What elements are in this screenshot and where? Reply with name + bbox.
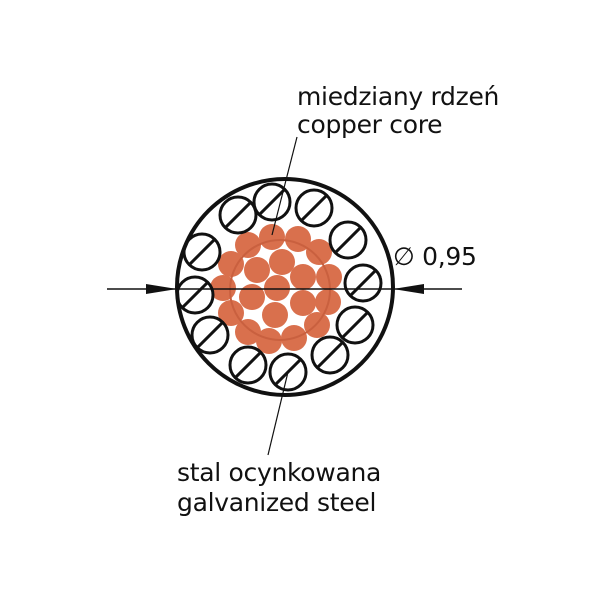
steel-wire <box>310 335 350 375</box>
steel-label-en: galvanized steel <box>177 488 377 517</box>
copper-wire <box>264 275 290 301</box>
steel-wire <box>228 345 268 385</box>
copper-wire <box>218 300 244 326</box>
steel-wire <box>190 315 230 355</box>
copper-core-leader-line <box>271 136 298 236</box>
steel-leader-line <box>267 371 289 456</box>
copper-wire <box>244 257 270 283</box>
steel-wire <box>218 195 258 235</box>
copper-wire <box>306 239 332 265</box>
copper-core-label-en: copper core <box>297 110 443 139</box>
copper-core-label-pl: miedziany rdzeń <box>297 82 500 111</box>
diameter-label: ∅ 0,95 <box>393 242 477 271</box>
steel-wire <box>294 188 334 228</box>
steel-wire <box>328 220 368 260</box>
copper-wire <box>235 319 261 345</box>
steel-wire <box>335 305 375 345</box>
steel-label-pl: stal ocynkowana <box>177 458 382 487</box>
outer-sheath-circle <box>175 177 395 397</box>
copper-wire <box>290 290 316 316</box>
copper-wire <box>269 249 295 275</box>
copper-wire <box>262 302 288 328</box>
steel-wire <box>343 263 383 303</box>
steel-wire <box>182 232 222 272</box>
dimension-arrow-left-icon <box>146 284 177 294</box>
copper-wire <box>290 264 316 290</box>
core-guide-circle <box>229 239 331 341</box>
dimension-arrow-right-icon <box>393 284 424 294</box>
copper-wire <box>259 224 285 250</box>
steel-wire <box>175 275 215 315</box>
copper-wire <box>235 232 261 258</box>
steel-wire <box>252 182 292 222</box>
copper-wire <box>218 251 244 277</box>
galvanized-steel-wires <box>175 182 383 392</box>
copper-wire <box>239 284 265 310</box>
copper-wire <box>256 328 282 354</box>
